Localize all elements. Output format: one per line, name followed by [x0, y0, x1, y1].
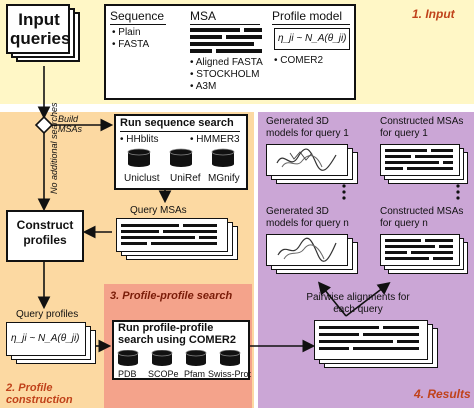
no-additional-searches-label: No additional searches	[49, 102, 59, 194]
protein-structure-icon	[277, 237, 337, 262]
run-profile-search-title: Run profile-profile search using COMER2	[118, 322, 236, 346]
profile-model-comer2: • COMER2	[274, 55, 324, 66]
query-profiles-formula: η_ji ~ N_A(θ_ji)	[11, 333, 80, 344]
db-swiss-prot: Swiss-Prot	[208, 369, 252, 379]
input-step-label: 1. Input	[412, 7, 455, 21]
profile-model-formula: η_ji ~ N_A(θ_ji)	[278, 33, 347, 44]
run-sequence-search-title: Run sequence search	[120, 117, 234, 129]
db-uniclust: Uniclust	[124, 173, 160, 184]
query-profiles-stack: η_ji ~ N_A(θ_ji)	[6, 322, 100, 368]
construct-profiles-box	[6, 210, 84, 262]
query-msas-label: Query MSAs	[130, 205, 187, 216]
sequence-db-icons	[127, 148, 235, 167]
profile-model-title-rule	[272, 24, 350, 25]
input-queries-label: Input queries	[10, 10, 71, 48]
msa-format-aligned-fasta: • Aligned FASTA	[190, 57, 263, 68]
constructed-msas-query-1-label: Constructed MSAs for query 1	[380, 116, 464, 139]
db-pdb: PDB	[118, 369, 137, 379]
db-mgnify: MGnify	[208, 173, 240, 184]
generated-models-query-1-label: Generated 3D models for query 1	[266, 116, 349, 139]
construct-profiles-label: Construct profiles	[16, 218, 74, 247]
pairwise-alignments-label: Pairwise alignments for each query	[306, 292, 410, 315]
query-profiles-label: Query profiles	[16, 309, 79, 320]
msa-format-a3m: • A3M	[190, 81, 217, 92]
build-msas-label: Build MSAs	[58, 114, 83, 134]
db-pfam: Pfam	[184, 369, 206, 379]
input-queries-stack: Input queries	[6, 4, 80, 66]
protein-structure-icon	[276, 148, 337, 171]
db-scope: SCOPe	[148, 369, 179, 379]
profile-model-title: Profile model	[272, 9, 343, 23]
msas-query-1-stack	[380, 144, 472, 188]
pairwise-alignments-stack	[314, 320, 442, 372]
profile-search-step-label: 3. Profile-profile search	[110, 290, 233, 302]
sequence-title: Sequence	[110, 9, 165, 23]
profile-construction-step-label: 2. Profile construction	[6, 382, 73, 406]
results-step-label: 4. Results	[414, 387, 471, 401]
generated-models-query-n-label: Generated 3D models for query n	[266, 206, 349, 229]
constructed-msas-query-n-label: Constructed MSAs for query n	[380, 206, 464, 229]
msa-alignment-icon	[190, 28, 262, 53]
profile-db-icons	[117, 350, 241, 366]
run-sequence-search-rule	[120, 131, 240, 132]
models-query-n-stack	[266, 234, 362, 278]
msa-format-stockholm: • STOCKHOLM	[190, 69, 260, 80]
query-msas-stack	[116, 218, 244, 264]
sequence-format-fasta: • FASTA	[112, 39, 150, 50]
msa-title: MSA	[190, 9, 217, 23]
sequence-format-plain: • Plain	[112, 27, 141, 38]
tool-hhblits: • HHblits	[120, 134, 159, 145]
msa-title-rule	[190, 24, 260, 25]
tool-hmmer3: • HMMER3	[190, 134, 240, 145]
sequence-title-rule	[110, 24, 166, 25]
msas-query-n-stack	[380, 234, 472, 278]
db-uniref: UniRef	[170, 173, 201, 184]
profile-model-formula-box	[274, 28, 350, 50]
models-query-1-stack	[266, 144, 362, 188]
